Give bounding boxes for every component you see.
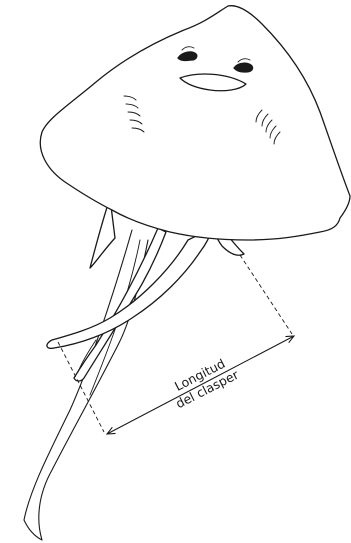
tail-outline — [24, 230, 148, 540]
measure-guide-base — [240, 255, 292, 334]
stingray-disc — [40, 6, 350, 240]
left-clasper — [74, 228, 166, 381]
right-eye-icon — [234, 63, 253, 72]
